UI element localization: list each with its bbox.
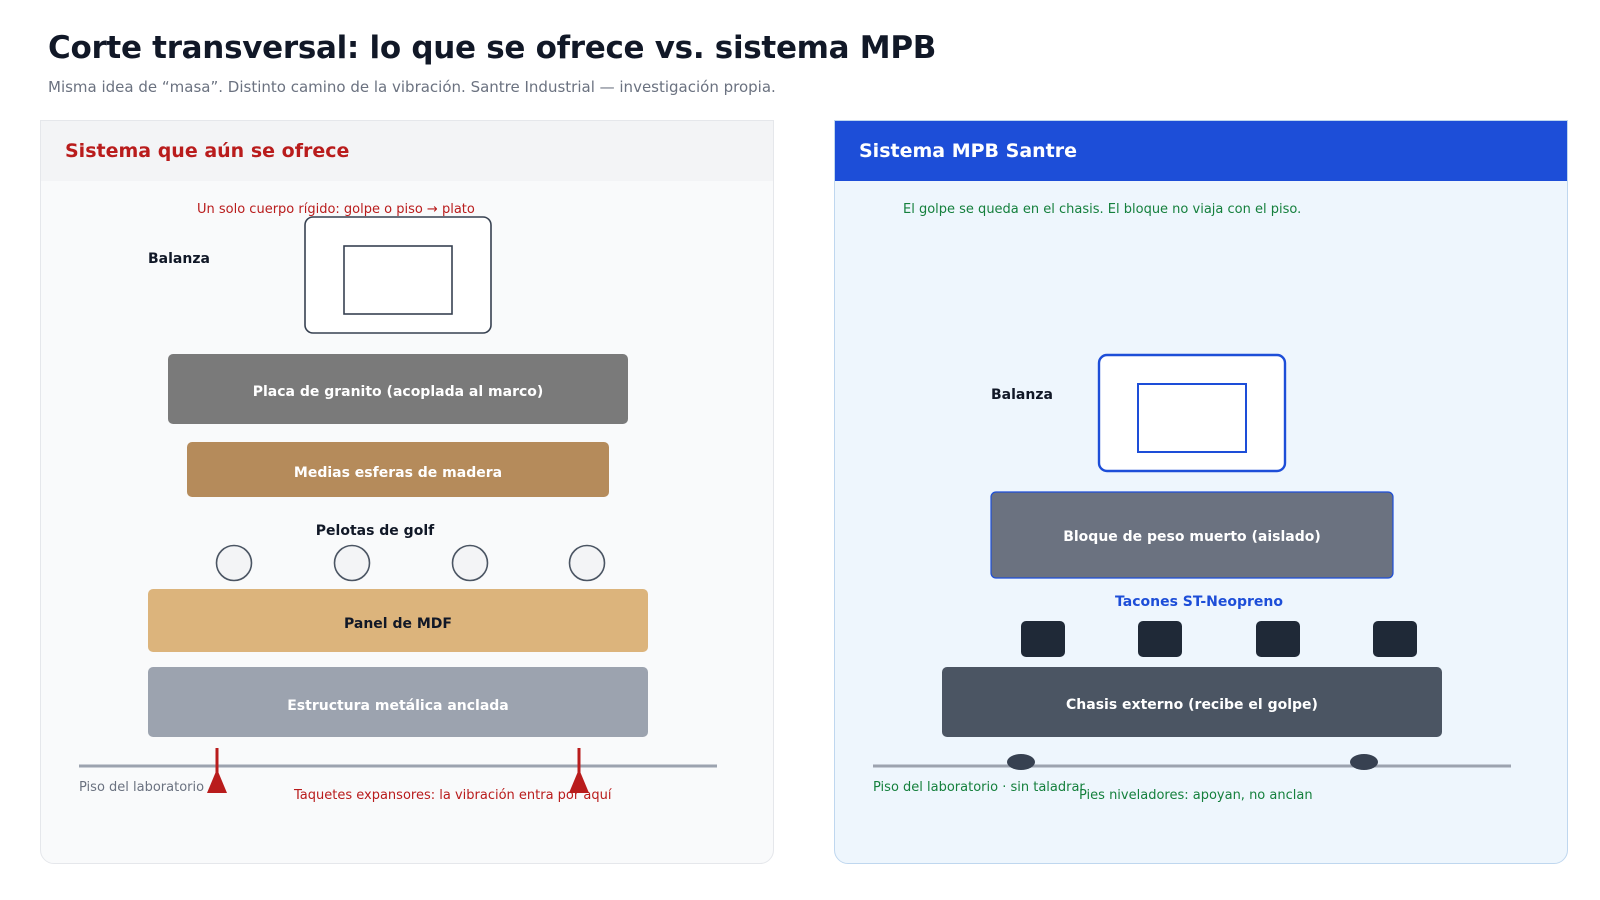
- golf-ball: [451, 544, 489, 582]
- panel-current-system: Sistema que aún se ofrece Un solo cuerpo…: [40, 120, 774, 864]
- neoprene-pad: [1138, 621, 1182, 657]
- dead-weight-block-label: Bloque de peso muerto (aislado): [1063, 529, 1321, 545]
- balance-label: Balanza: [991, 387, 1053, 403]
- panel-mpb-system-title: Sistema MPB Santre: [835, 121, 1567, 181]
- leveling-foot: [1350, 754, 1378, 770]
- mpb-system-diagram: El golpe se queda en el chasis. El bloqu…: [873, 202, 1511, 803]
- external-chassis-label: Chasis externo (recibe el golpe): [1066, 697, 1318, 713]
- wood-spheres-label: Medias esferas de madera: [294, 465, 502, 481]
- external-chassis: [942, 667, 1442, 737]
- panel-mpb-system: Sistema MPB Santre El golpe se queda en …: [834, 120, 1568, 864]
- leveling-foot: [1007, 754, 1035, 770]
- mpb-system-note: El golpe se queda en el chasis. El bloqu…: [903, 202, 1301, 217]
- neoprene-pad: [1256, 621, 1300, 657]
- lab-floor-label: Piso del laboratorio: [79, 780, 204, 795]
- expansion-anchors-label: Taquetes expansores: la vibración entra …: [293, 788, 612, 803]
- expansion-anchor-icon: [569, 769, 589, 793]
- balance-pan: [343, 245, 453, 315]
- expansion-anchor-icon: [207, 769, 227, 793]
- lab-floor-label: Piso del laboratorio · sin taladrar: [873, 780, 1085, 795]
- neoprene-pad: [1021, 621, 1065, 657]
- balance-label: Balanza: [148, 251, 210, 267]
- wood-spheres-layer: [187, 442, 609, 497]
- current-system-diagram: Un solo cuerpo rígido: golpe o piso → pl…: [79, 202, 717, 803]
- anchored-metal-frame: [148, 667, 648, 737]
- current-system-note: Un solo cuerpo rígido: golpe o piso → pl…: [197, 202, 475, 217]
- golf-balls-label: Pelotas de golf: [316, 523, 435, 539]
- anchored-metal-frame-label: Estructura metálica anclada: [287, 698, 509, 714]
- page-title: Corte transversal: lo que se ofrece vs. …: [48, 30, 937, 66]
- page-subtitle: Misma idea de “masa”. Distinto camino de…: [48, 78, 776, 96]
- leveling-feet-label: Pies niveladores: apoyan, no anclan: [1079, 788, 1313, 803]
- golf-ball: [568, 544, 606, 582]
- neoprene-pads-label: Tacones ST-Neopreno: [1115, 594, 1283, 610]
- balance-pan: [1137, 383, 1247, 453]
- panel-current-system-title: Sistema que aún se ofrece: [41, 121, 773, 181]
- golf-ball: [215, 544, 253, 582]
- granite-plate-label: Placa de granito (acoplada al marco): [253, 384, 544, 400]
- mdf-panel: [148, 589, 648, 652]
- neoprene-pad: [1373, 621, 1417, 657]
- granite-plate: [168, 354, 628, 424]
- mdf-panel-label: Panel de MDF: [344, 616, 452, 632]
- golf-ball: [333, 544, 371, 582]
- dead-weight-block: [990, 491, 1394, 579]
